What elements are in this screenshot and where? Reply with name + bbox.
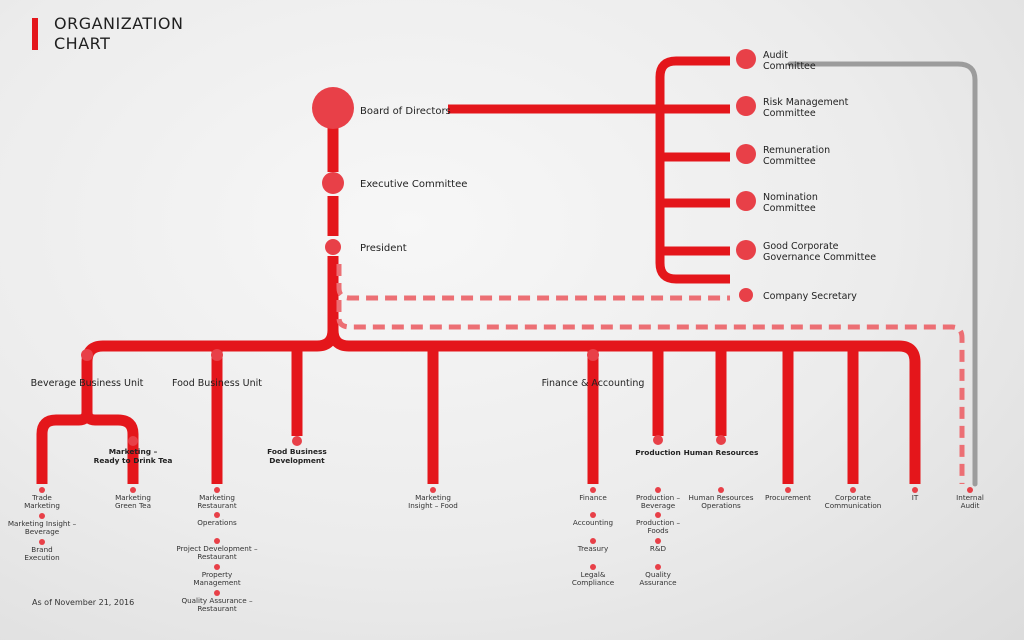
- leaf-label-food-2: Project Development –Restaurant: [176, 544, 258, 561]
- ready-to-drink-label: Marketing –Ready to Drink Tea: [94, 447, 173, 465]
- president-label: President: [360, 243, 407, 254]
- committee-node-4: [736, 240, 756, 260]
- leaf-node-finance-2: [590, 538, 596, 544]
- leaf-label-beverage-1: Marketing Insight –Beverage: [8, 519, 77, 536]
- leaf-node-corp_comm-0: [850, 487, 856, 493]
- food-unit-label: Food Business Unit: [172, 378, 262, 389]
- title-accent-bar: [32, 18, 38, 50]
- leaf-node-production-0: [655, 487, 661, 493]
- executive-label: Executive Committee: [360, 179, 467, 190]
- hr-node: [716, 435, 726, 445]
- leaf-node-food-3: [214, 564, 220, 570]
- food-unit-node: [211, 349, 223, 361]
- leaf-label-finance-0: Finance: [579, 493, 607, 502]
- title-line-1: ORGANIZATION: [54, 14, 184, 33]
- dashed-president-internal-audit: [336, 300, 965, 484]
- leaf-node-production-2: [655, 538, 661, 544]
- finance-unit-node: [587, 349, 599, 361]
- leaf-node-finance-1: [590, 512, 596, 518]
- beverage-unit-node: [81, 349, 93, 361]
- committee-node-5: [739, 288, 753, 302]
- leaf-label-procurement-0: Procurement: [765, 493, 811, 502]
- committee-node-0: [736, 49, 756, 69]
- leaf-node-food-2: [214, 538, 220, 544]
- leaf-node-beverage-2: [39, 539, 45, 545]
- leaf-label-production-0: Production –Beverage: [636, 493, 681, 510]
- leaf-label-finance-2: Treasury: [577, 544, 609, 553]
- beverage-unit-label: Beverage Business Unit: [31, 378, 144, 389]
- as-of-date: As of November 21, 2016: [32, 598, 135, 607]
- leaf-node-internal_audit-0: [967, 487, 973, 493]
- leaf-node-production-1: [655, 512, 661, 518]
- leaf-label-production-2: R&D: [650, 544, 667, 553]
- board-node: [312, 87, 354, 129]
- leaf-node-beverage-0: [39, 487, 45, 493]
- president-node: [325, 239, 341, 255]
- page-title: ORGANIZATION CHART: [54, 14, 183, 54]
- leaf-node-beverage-1: [39, 513, 45, 519]
- leaf-label-finance-3: Legal&Compliance: [572, 570, 615, 587]
- executive-node: [322, 172, 344, 194]
- leaf-node-production-3: [655, 564, 661, 570]
- leaf-node-finance-0: [590, 487, 596, 493]
- dashed-president-company-secretary: [336, 264, 730, 301]
- leaf-node-food-0: [214, 487, 220, 493]
- committee-bracket: [655, 56, 730, 284]
- branch-beverage-right: [81, 411, 139, 484]
- node-dots: [39, 49, 973, 596]
- ready-to-drink-node: [128, 436, 138, 446]
- finance-unit-label: Finance & Accounting: [542, 378, 645, 389]
- audit-to-internal-audit: [787, 61, 978, 487]
- leaf-node-green_tea-0: [130, 487, 136, 493]
- committee-label-5: Company Secretary: [763, 291, 857, 302]
- leaf-node-procurement-0: [785, 487, 791, 493]
- committee-node-3: [736, 191, 756, 211]
- main-bus-right: [327, 329, 921, 363]
- leaf-label-it-0: IT: [912, 493, 919, 502]
- leaf-node-food-4: [214, 590, 220, 596]
- committee-node-1: [736, 96, 756, 116]
- hr-label: Human Resources: [684, 448, 759, 457]
- leaf-node-finance-3: [590, 564, 596, 570]
- food-dev-node: [292, 436, 302, 446]
- title-line-2: CHART: [54, 34, 111, 53]
- connector-lines: [36, 56, 978, 487]
- leaf-label-finance-1: Accounting: [573, 518, 613, 527]
- committee-node-2: [736, 144, 756, 164]
- production-label: Production: [635, 448, 680, 457]
- leaf-node-it-0: [912, 487, 918, 493]
- leaf-label-production-1: Production –Foods: [636, 518, 681, 535]
- board-label: Board of Directors: [360, 106, 451, 117]
- leaf-label-food-1: Operations: [197, 518, 237, 527]
- leaf-node-insight_food-0: [430, 487, 436, 493]
- leaf-node-food-1: [214, 512, 220, 518]
- branch-beverage-left: [36, 396, 93, 484]
- leaf-label-food-4: Quality Assurance –Restaurant: [181, 596, 253, 613]
- leaf-node-hr-0: [718, 487, 724, 493]
- production-node: [653, 435, 663, 445]
